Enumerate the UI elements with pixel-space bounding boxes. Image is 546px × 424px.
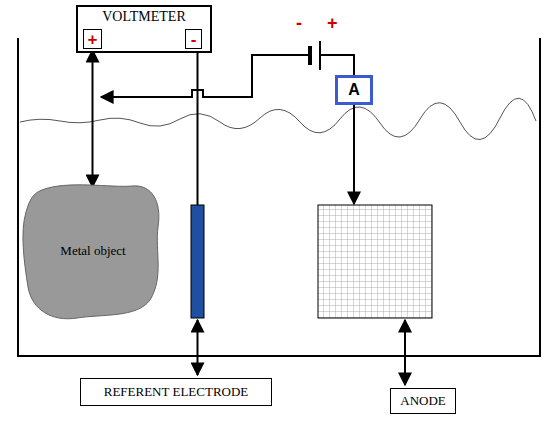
reference-wire (197, 53, 199, 205)
battery-negative-plate (308, 46, 312, 65)
tank-wall (18, 38, 540, 356)
ammeter-box: A (335, 75, 373, 105)
battery-positive-plate (319, 41, 321, 70)
terminal-box: - (185, 29, 202, 49)
negative-wire (101, 55, 308, 97)
metal-object: Metal object (22, 182, 164, 320)
reference-electrode (191, 205, 204, 318)
terminal-box: + (83, 29, 102, 49)
leader-arrow (197, 320, 199, 375)
node-text: ANODE (400, 393, 446, 409)
positive-wire (321, 55, 354, 75)
leader-arrow (404, 320, 406, 385)
water-surface (20, 98, 536, 139)
anode-grid (318, 205, 432, 318)
label-box: ANODE (390, 388, 456, 414)
node-text: Metal object (60, 243, 125, 259)
label-box: REFERENT ELECTRODE (80, 378, 272, 406)
node-text: A (348, 81, 360, 99)
anode-wire (353, 105, 355, 204)
metal-outline (23, 185, 159, 319)
connector-arrow (92, 50, 94, 187)
node-text: REFERENT ELECTRODE (104, 384, 249, 400)
node-text: - (191, 31, 197, 48)
polarity-label: + (327, 14, 338, 32)
node-text: + (88, 31, 98, 48)
node-text: VOLTMETER (78, 7, 210, 25)
voltmeter-box: VOLTMETER + - (76, 5, 212, 53)
polarity-label: - (296, 14, 302, 32)
